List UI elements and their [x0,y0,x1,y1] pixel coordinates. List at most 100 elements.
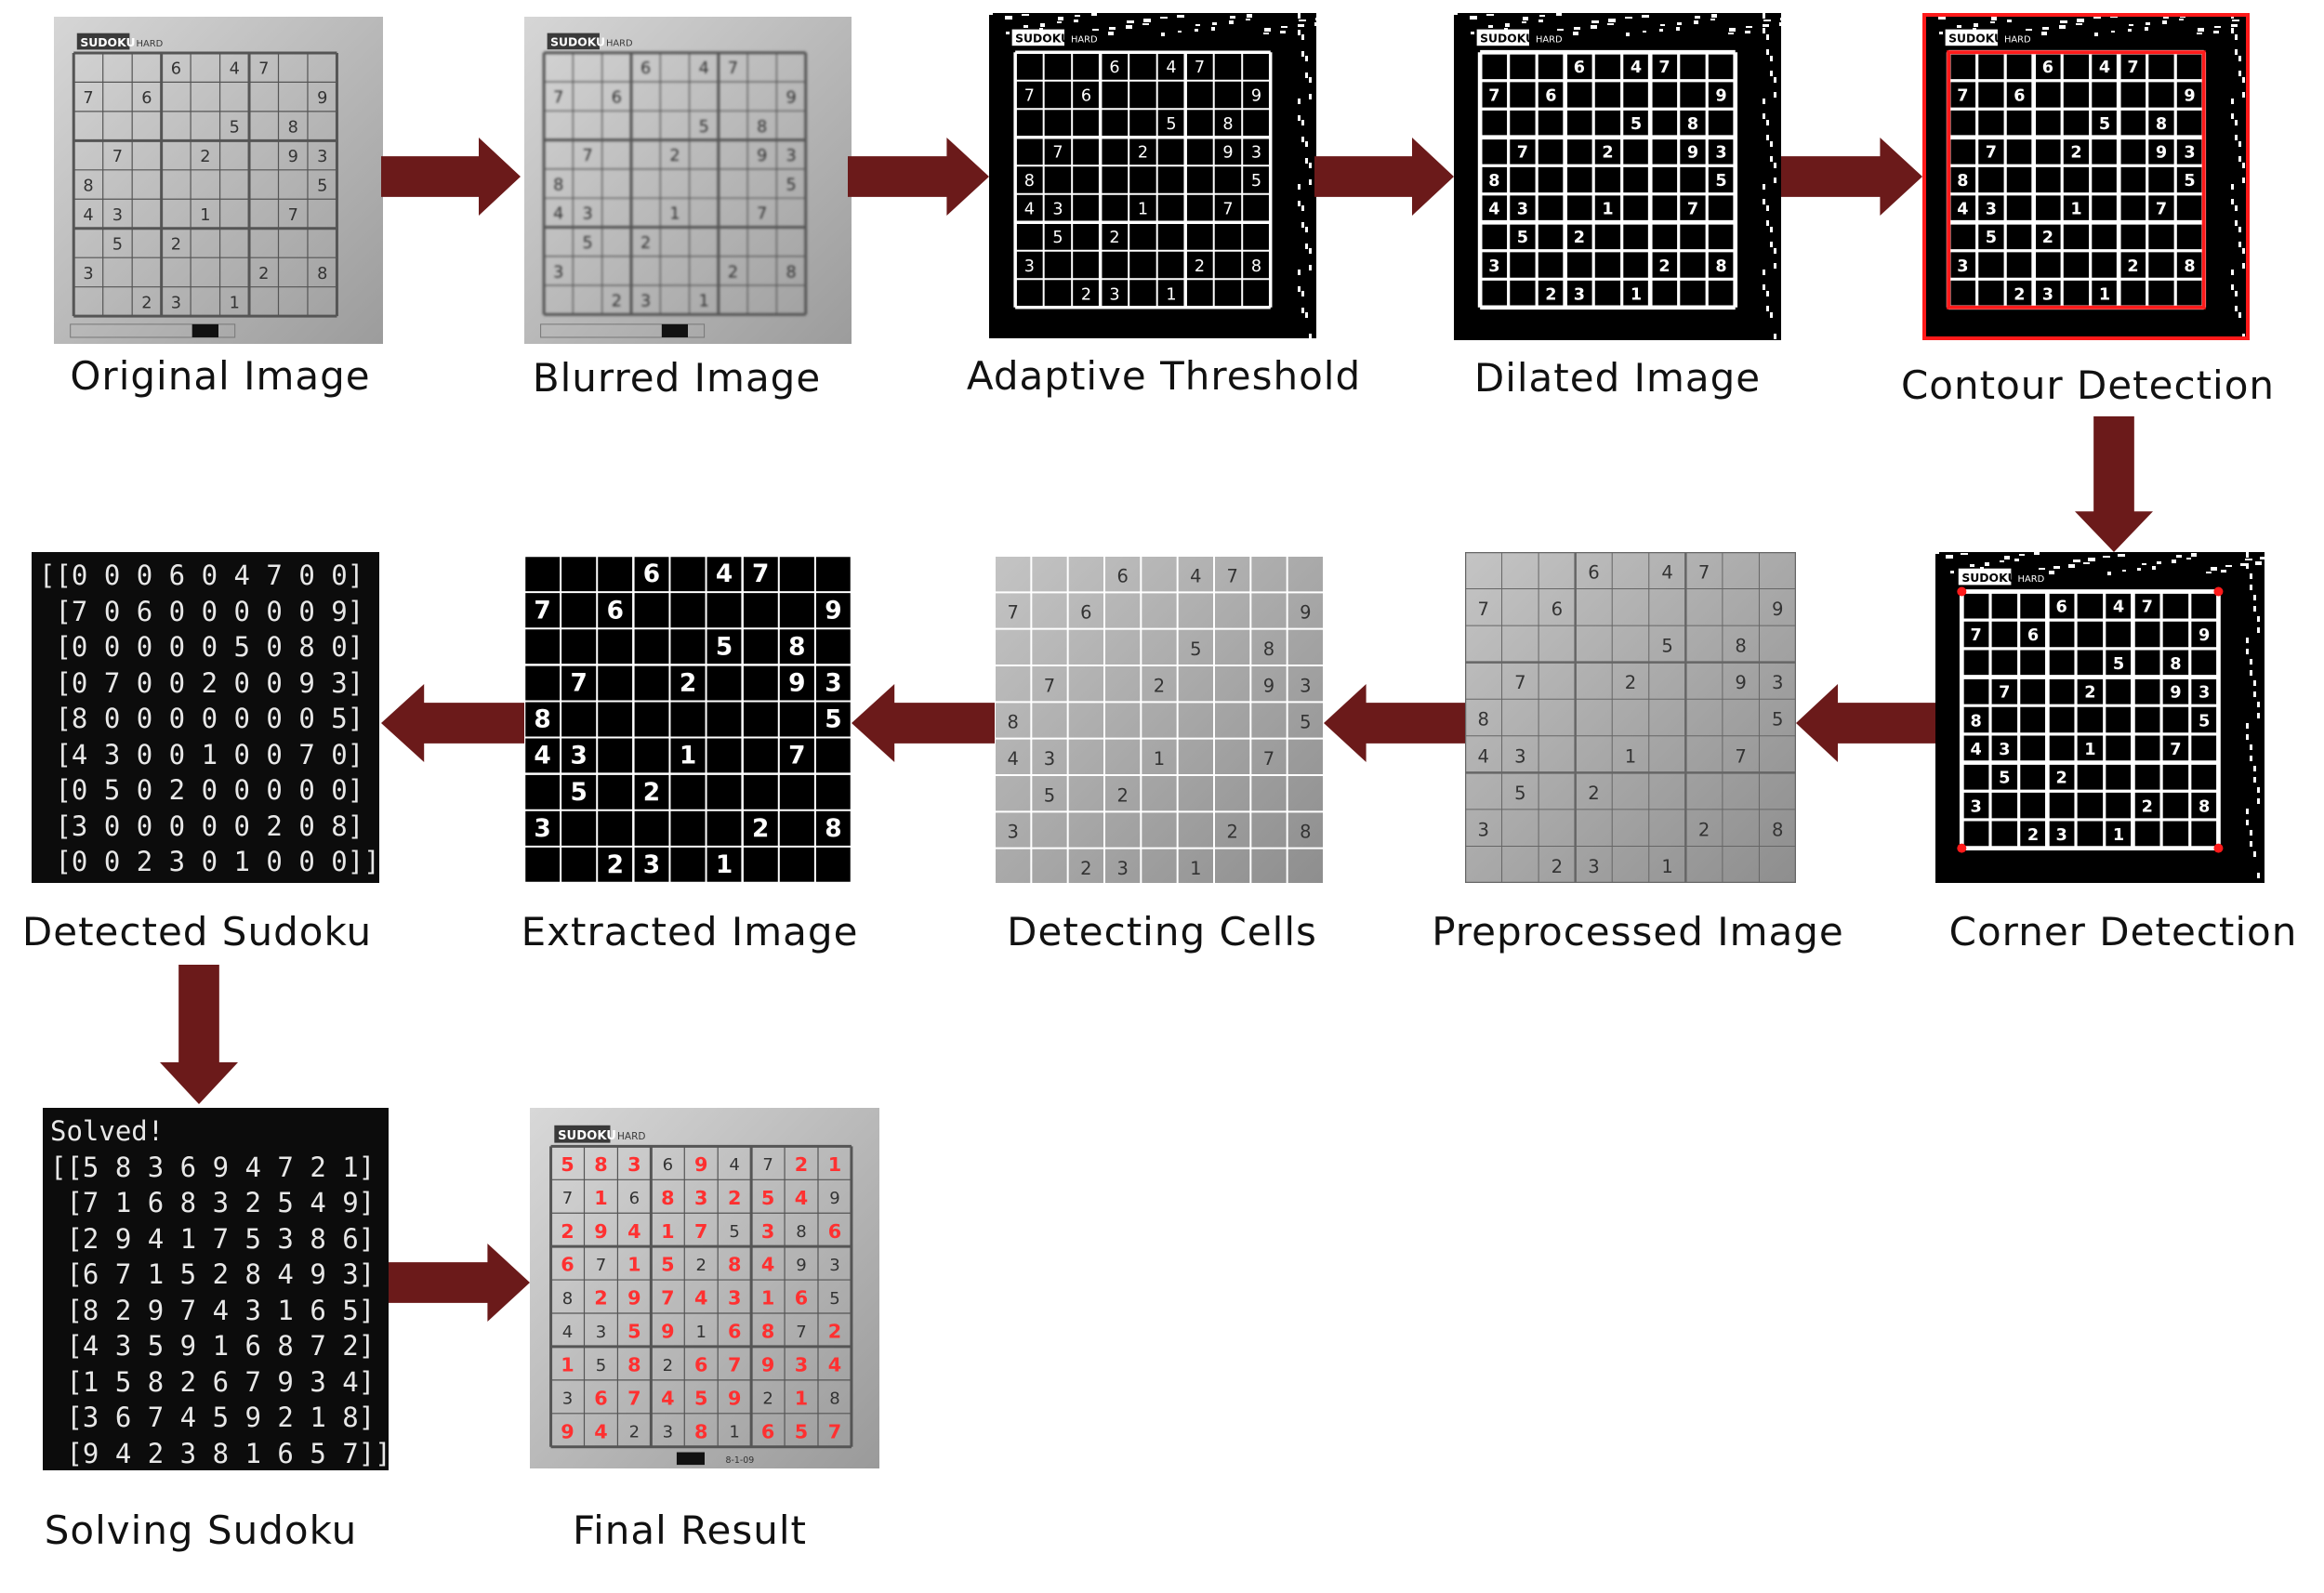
given-digit: 7 [1687,201,1698,219]
given-digit: 7 [83,89,93,108]
given-digit: 7 [1222,201,1233,219]
caption-corner: Corner Detection [1948,909,2298,954]
given-digit: 8 [1263,639,1274,660]
given-digit: 3 [2042,285,2053,304]
given-digit: 1 [1154,748,1165,770]
given-digit: 8 [1478,709,1489,731]
given-digit: 2 [141,294,152,312]
caption-cells: Detecting Cells [1007,909,1317,954]
given-digit: 2 [171,235,181,254]
given-digit: 1 [1631,285,1642,304]
given-digit: 5 [1514,783,1525,804]
solved-digit: 6 [594,1387,607,1409]
solved-digit: 4 [761,1254,774,1276]
given-digit: 7 [534,596,550,625]
paper-difficulty: HARD [1536,35,1563,46]
given-digit: 3 [1488,257,1499,276]
solved-digit: 4 [661,1387,674,1409]
given-digit: 7 [1195,59,1205,77]
given-digit: 8 [1687,115,1698,134]
given-digit: 3 [1986,201,1997,219]
given-digit: 7 [762,1155,772,1175]
arrow-right-2 [848,138,989,216]
given-digit: 5 [582,234,592,253]
given-digit: 7 [1971,626,1982,645]
given-digit: 4 [1024,201,1035,219]
given-digit: 4 [1661,561,1672,583]
matrix-row: [7 1 6 8 3 2 5 4 9] [50,1187,376,1218]
given-digit: 4 [1190,565,1201,586]
given-digit: 9 [788,668,805,697]
solved-digit: 9 [594,1220,607,1243]
solved-digit: 2 [828,1321,841,1343]
solved-digit: 4 [795,1187,808,1209]
arrow-down-2 [160,965,238,1104]
given-digit: 9 [1251,87,1261,106]
given-digit: 8 [288,119,298,138]
given-digit: 3 [663,1423,673,1442]
given-digit: 7 [1698,561,1710,583]
given-digit: 3 [643,850,660,879]
solved-label: Solved! [50,1115,165,1147]
solved-digit: 9 [694,1153,707,1176]
given-digit: 1 [2084,741,2095,759]
given-digit: 9 [757,147,767,165]
solved-digit: 9 [761,1354,774,1376]
given-digit: 2 [258,265,269,283]
given-digit: 6 [1574,59,1585,77]
given-digit: 2 [1588,783,1599,804]
given-digit: 7 [1007,602,1018,624]
solved-digit: 9 [627,1287,640,1310]
paper-difficulty: HARD [137,39,164,49]
given-digit: 3 [786,147,796,165]
given-digit: 4 [562,1323,573,1342]
matrix-row: [0 0 0 0 0 5 0 8 0] [39,631,364,663]
given-digit: 6 [1080,602,1091,624]
given-digit: 9 [1263,675,1274,696]
given-digit: 7 [1658,59,1670,77]
solved-digit: 3 [728,1287,741,1310]
given-digit: 1 [1602,201,1613,219]
paper-title: SUDOKU [550,36,605,49]
given-digit: 7 [1999,684,2010,703]
given-digit: 8 [2170,655,2181,674]
given-digit: 1 [2099,285,2110,304]
matrix-row: [3 6 7 4 5 9 2 1 8] [50,1402,376,1433]
given-digit: 8 [786,263,796,282]
solved-digit: 4 [594,1420,607,1442]
given-digit: 4 [534,742,550,770]
given-digit: 5 [596,1356,606,1376]
given-digit: 6 [629,1189,640,1208]
matrix-row: [4 3 0 0 1 0 0 7 0] [39,738,364,770]
given-digit: 3 [1574,285,1585,304]
given-digit: 5 [1052,229,1063,247]
given-digit: 5 [112,235,123,254]
given-digit: 1 [2113,826,2124,845]
given-digit: 6 [171,60,181,79]
given-digit: 7 [1226,565,1237,586]
given-digit: 5 [230,119,240,138]
given-digit: 2 [2014,285,2025,304]
caption-detected: Detected Sudoku [21,909,373,954]
given-digit: 5 [729,1222,739,1242]
given-digit: 5 [1166,115,1176,134]
arrow-right-3 [1314,138,1454,216]
given-digit: 7 [1052,144,1063,163]
solved-digit: 8 [694,1420,707,1442]
given-digit: 8 [83,177,93,195]
given-digit: 2 [2042,229,2053,247]
given-digit: 2 [1080,858,1091,879]
given-digit: 1 [695,1323,706,1342]
given-digit: 3 [1044,748,1055,770]
given-digit: 3 [2184,144,2195,163]
given-digit: 7 [2127,59,2138,77]
given-digit: 3 [2199,684,2210,703]
given-digit: 2 [669,147,680,165]
given-digit: 4 [1957,201,1968,219]
given-digit: 8 [1007,712,1018,733]
paper-difficulty: HARD [2018,574,2045,585]
arrow-left-2 [1324,684,1465,762]
given-digit: 3 [1971,797,1982,816]
